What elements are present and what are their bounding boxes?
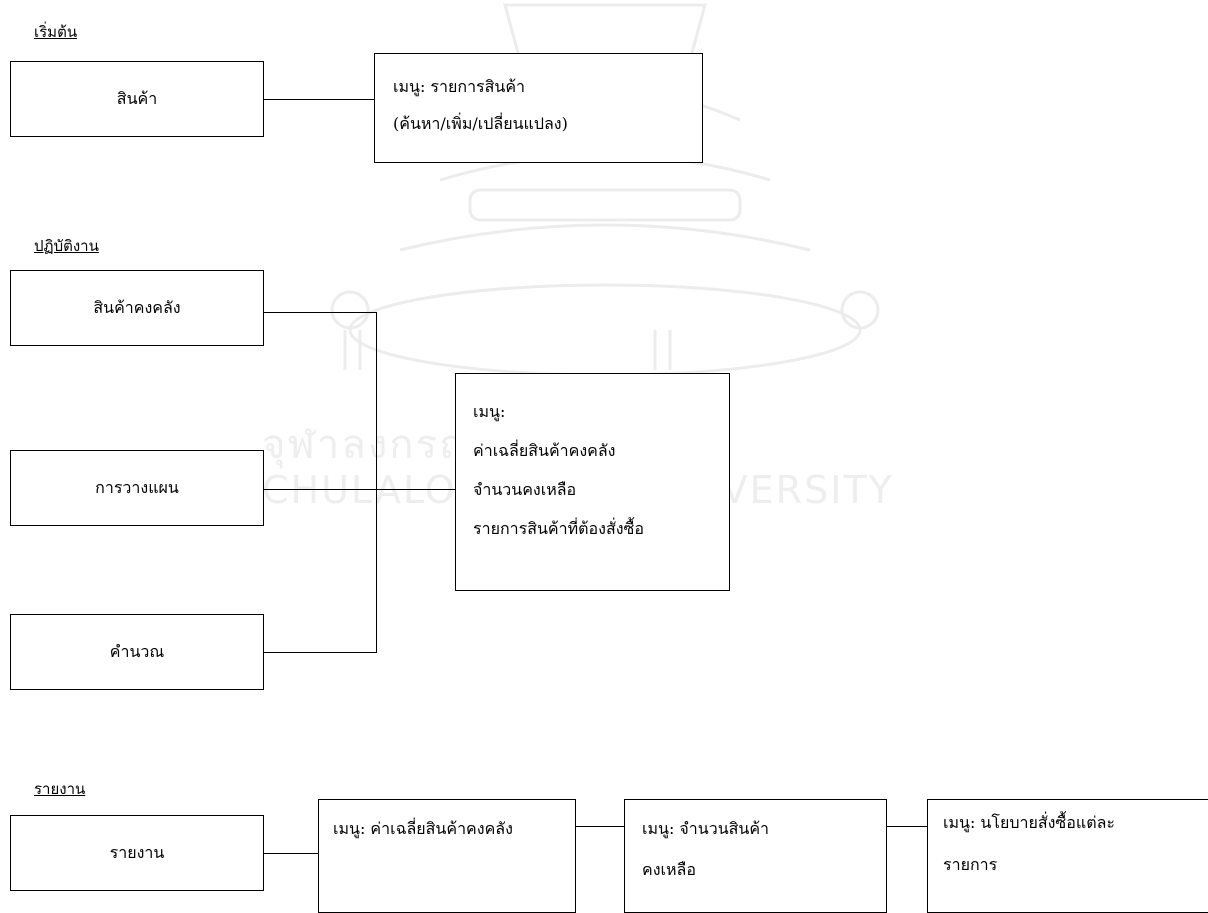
calculate-box-label: คำนวณ [109,641,165,661]
connector-remaining-to-policy [887,826,927,827]
connector-report [264,853,318,854]
planning-box-label: การวางแผน [95,477,179,497]
remaining-menu-line-1: เมนู: จำนวนสินค้า [642,819,770,838]
product-menu-line-1: เมนู: รายการสินค้า [393,77,526,96]
product-box: สินค้า [10,61,264,137]
report-box: รายงาน [10,815,264,891]
connector-planning [264,489,455,490]
avg-inventory-menu-line-1: เมนู: ค่าเฉลี่ยสินค้าคงคลัง [333,819,513,838]
connector-calculate [264,652,376,653]
remaining-menu-line-2: คงเหลือ [642,860,696,879]
inventory-box-label: สินค้าคงคลัง [93,297,181,317]
calculate-box: คำนวณ [10,614,264,690]
avg-inventory-menu-box: เมนู: ค่าเฉลี่ยสินค้าคงคลัง [318,799,576,913]
operations-menu-line-1: เมนู: [473,402,506,421]
inventory-box: สินค้าคงคลัง [10,270,264,346]
order-policy-menu-box: เมนู: นโยบายสั่งซื้อแต่ละ รายการ [927,799,1208,913]
connector-trunk [376,312,377,653]
operations-menu-box: เมนู: ค่าเฉลี่ยสินค้าคงคลัง จำนวนคงเหลือ… [455,373,730,591]
operations-menu-line-2: ค่าเฉลี่ยสินค้าคงคลัง [473,441,616,460]
order-policy-menu-line-1: เมนู: นโยบายสั่งซื้อแต่ละ [943,813,1115,832]
remaining-menu-box: เมนู: จำนวนสินค้า คงเหลือ [624,799,887,913]
section-label-start: เริ่มต้น [34,23,78,41]
report-box-label: รายงาน [109,842,165,862]
operations-menu-line-4: รายการสินค้าที่ต้องสั่งซื้อ [473,519,645,538]
section-label-operations: ปฏิบัติงาน [34,237,99,255]
product-menu-box: เมนู: รายการสินค้า (ค้นหา/เพิ่ม/เปลี่ยนแ… [374,53,703,163]
section-label-reports: รายงาน [34,780,86,798]
planning-box: การวางแผน [10,450,264,526]
product-box-label: สินค้า [116,88,158,108]
connector-avg-to-remaining [576,826,624,827]
connector-product [264,99,374,100]
order-policy-menu-line-2: รายการ [943,855,998,874]
operations-menu-line-3: จำนวนคงเหลือ [473,480,577,499]
connector-inventory [264,312,376,313]
product-menu-line-2: (ค้นหา/เพิ่ม/เปลี่ยนแปลง) [393,114,568,133]
